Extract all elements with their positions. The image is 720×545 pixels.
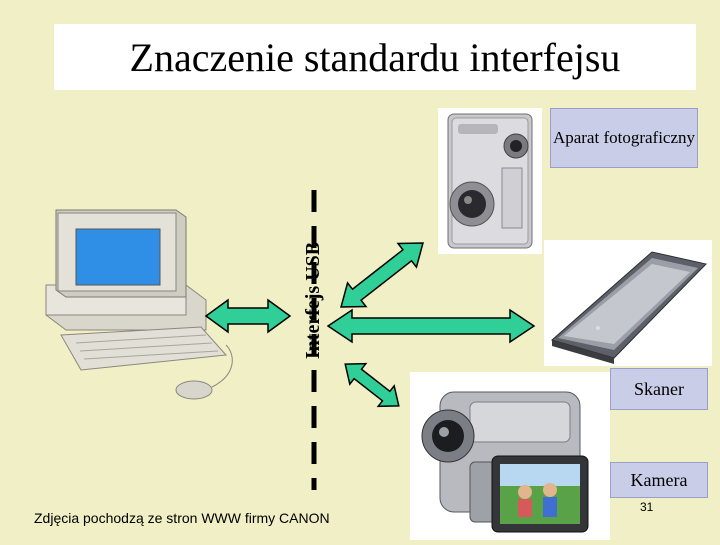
camera-label-text: Aparat fotograficzny [552,128,696,148]
camcorder-label: Kamera [610,462,708,498]
camcorder-photo [410,372,610,540]
usb-label: Interfejs USB [302,190,326,410]
photo-credit: Zdjęcia pochodzą ze stron WWW firmy CANO… [34,510,330,526]
usb-camera-arrow [340,242,424,308]
usb-label-text: Interfejs USB [302,241,325,359]
scanner-label: Skaner [610,368,708,410]
scanner-photo [544,240,712,366]
usb-scanner-arrow [326,308,536,344]
digital-camera-photo [438,108,542,254]
title-box: Znaczenie standardu interfejsu [54,24,696,90]
slide-title: Znaczenie standardu interfejsu [129,34,621,80]
camera-label: Aparat fotograficzny [550,108,698,168]
usb-camcorder-arrow [344,362,400,408]
scanner-label-text: Skaner [634,378,684,399]
camcorder-label-text: Kamera [630,469,688,490]
computer-usb-arrow [204,298,292,334]
computer-image [45,209,233,400]
page-number: 31 [640,500,654,514]
